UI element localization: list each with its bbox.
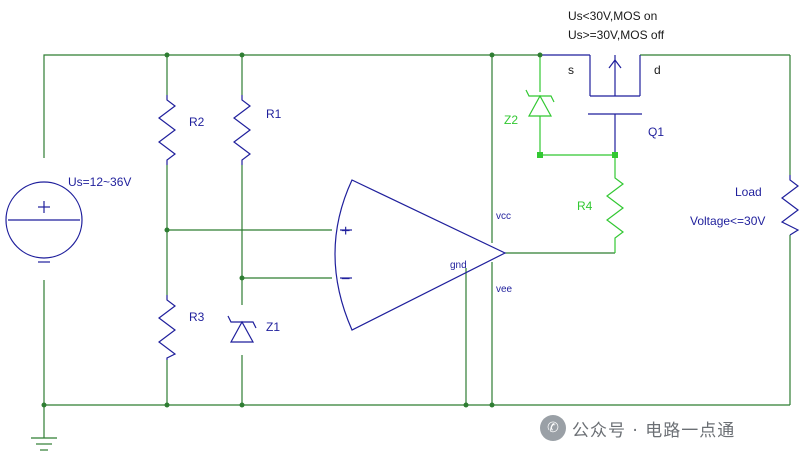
junction-dot bbox=[489, 402, 495, 408]
junction-square bbox=[537, 152, 543, 158]
resistor-r2 bbox=[158, 95, 176, 165]
junction-dot bbox=[489, 52, 495, 58]
q1-label: Q1 bbox=[648, 125, 664, 139]
gate-junctions bbox=[537, 152, 618, 158]
mosfet-drain-label: d bbox=[654, 63, 661, 77]
junction-dot bbox=[164, 402, 170, 408]
junction-dot bbox=[41, 402, 47, 408]
junction-dot bbox=[239, 275, 245, 281]
junction-dot bbox=[239, 402, 245, 408]
watermark: ✆ 公众号 · 电路一点通 bbox=[540, 415, 735, 441]
voltage-source bbox=[5, 181, 83, 263]
r3-label: R3 bbox=[189, 310, 205, 324]
vee-label: vee bbox=[496, 284, 513, 295]
gnd-label: gnd bbox=[450, 260, 467, 271]
source-label: Us=12~36V bbox=[68, 175, 131, 189]
wechat-icon: ✆ bbox=[540, 415, 566, 441]
junction-dot bbox=[537, 52, 543, 58]
z2-label: Z2 bbox=[504, 113, 518, 127]
load-voltage-label: Voltage<=30V bbox=[690, 214, 765, 228]
junction-dot bbox=[164, 52, 170, 58]
resistor-r4 bbox=[606, 170, 624, 253]
opamp-plus-label: + bbox=[341, 223, 350, 240]
watermark-text: 公众号 · 电路一点通 bbox=[572, 420, 736, 441]
vcc-label: vcc bbox=[496, 211, 511, 222]
resistor-r3 bbox=[158, 295, 177, 360]
top-rail-left bbox=[43, 54, 540, 158]
junction-dot bbox=[164, 227, 170, 233]
junction-square bbox=[612, 152, 618, 158]
z1-label: Z1 bbox=[266, 320, 280, 334]
resistor-load bbox=[780, 175, 800, 236]
condition-off-label: Us>=30V,MOS off bbox=[568, 28, 665, 42]
junction-dot bbox=[239, 52, 245, 58]
zener-z1 bbox=[227, 315, 257, 343]
load-label: Load bbox=[735, 185, 762, 199]
ground-icon bbox=[31, 437, 57, 451]
mosfet-q1 bbox=[540, 54, 642, 155]
junction-dot bbox=[463, 402, 469, 408]
junctions bbox=[41, 52, 495, 408]
op-amp bbox=[334, 179, 507, 331]
mosfet-source-label: s bbox=[568, 63, 574, 77]
r4-label: R4 bbox=[577, 199, 593, 213]
zener-z2 bbox=[525, 55, 616, 170]
r1-label: R1 bbox=[266, 107, 282, 121]
r2-label: R2 bbox=[189, 115, 205, 129]
condition-on-label: Us<30V,MOS on bbox=[568, 9, 657, 23]
resistor-r1 bbox=[233, 95, 251, 165]
opamp-minus-label: − bbox=[341, 271, 350, 288]
wires bbox=[43, 54, 791, 438]
bottom-rail bbox=[43, 280, 790, 406]
